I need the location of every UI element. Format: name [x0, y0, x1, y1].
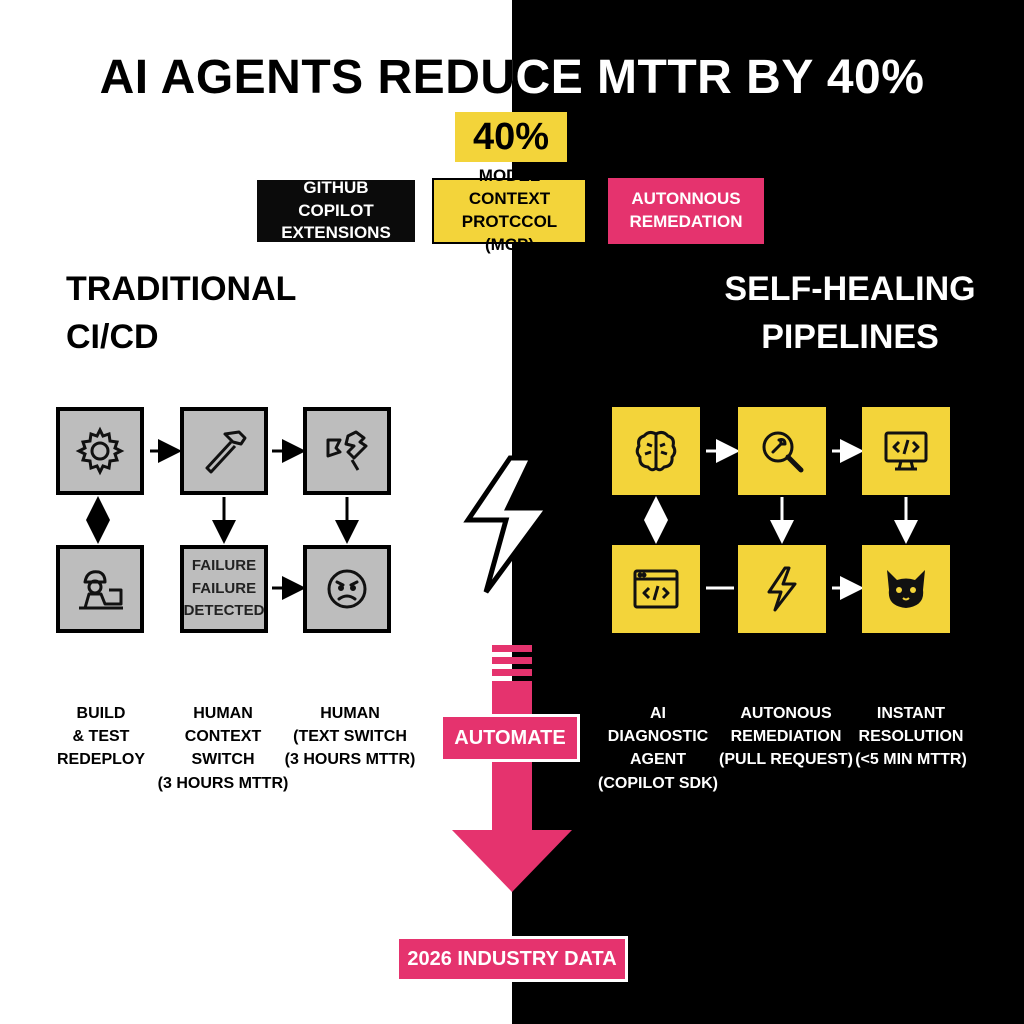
broken-pipe-icon: [326, 430, 368, 471]
tag-autonomous-remediation: AUTONNOUS REMEDATION: [608, 178, 764, 244]
tag-mcp: MODEL CONTEXT PROTCCOL (MCP): [432, 166, 587, 254]
page-title: AI AGENTS REDUCE MTTR BY 40%: [99, 51, 925, 104]
label-line: REDEPLOY: [56, 751, 145, 769]
label-line: (COPILOT SDK): [598, 774, 718, 792]
label-line: (PULL REQUEST): [719, 751, 853, 769]
traditional-title: TRADITIONAL CI/CD: [66, 266, 296, 361]
left-panel-background: [0, 0, 512, 1024]
monitor-code-icon: [884, 431, 928, 471]
label-ai-diagnostic: AI DIAGNOSTIC AGENT (COPILOT SDK): [588, 702, 728, 795]
lightning-icon: [767, 566, 797, 612]
traditional-title-line2: CI/CD: [66, 317, 159, 356]
tag-github-copilot: GITHUB COPILOT EXTENSIONS: [255, 178, 417, 244]
label-line: HUMAN: [320, 705, 380, 722]
label-line: (TEXT SWITCH: [293, 728, 407, 746]
wrench-search-icon: [762, 431, 804, 473]
gear-icon: [75, 426, 125, 476]
label-human-context-switch: HUMAN CONTEXT SWITCH (3 HOURS MTTR): [153, 702, 293, 795]
self-healing-title: SELF-HEALING PIPELINES: [700, 266, 1000, 361]
failure-detected-text: FAILURE FAILURE DETECTED: [184, 555, 265, 623]
browser-code-icon: [633, 569, 679, 609]
traditional-title-line1: TRADITIONAL: [66, 270, 297, 308]
cat-box: [862, 545, 950, 633]
self-healing-title-line1: SELF-HEALING: [724, 270, 976, 308]
label-line: (3 HOURS MTTR): [157, 774, 289, 792]
label-line: RESOLUTION: [858, 728, 964, 746]
brain-box: [612, 407, 700, 495]
label-line: BUILD: [76, 705, 126, 722]
label-line: AI: [650, 705, 666, 722]
wrench-search-box: [738, 407, 826, 495]
label-autonomous-remediation: AUTONOUS REMEDIATION (PULL REQUEST): [716, 702, 856, 772]
brain-icon: [635, 430, 677, 472]
self-healing-title-line2: PIPELINES: [761, 317, 939, 356]
highlight-badge: 40%: [455, 112, 567, 162]
label-line: (3 HOURS MTTR): [284, 751, 416, 769]
industry-data-badge: 2026 INDUSTRY DATA: [396, 936, 628, 982]
lightning-box: [738, 545, 826, 633]
right-panel-background: [512, 0, 1024, 1024]
failure-text-line1: FAILURE: [191, 557, 257, 575]
label-line: & TEST: [72, 728, 130, 746]
page-title-right-overlay: AI AGENTS REDUCE MTTR BY 40%: [512, 50, 1024, 120]
angry-face-icon: [327, 569, 367, 609]
label-line: HUMAN: [193, 705, 253, 722]
monitor-box: [862, 407, 950, 495]
gear-box: [56, 407, 144, 495]
label-line: DIAGNOSTIC AGENT: [607, 728, 709, 769]
label-build-test: BUILD & TEST REDEPLOY: [36, 702, 166, 772]
broken-pipe-box: [303, 407, 391, 495]
label-line: REMEDIATION: [730, 728, 842, 746]
page-title-inverted: AI AGENTS REDUCE MTTR BY 40%: [512, 51, 925, 104]
angry-face-box: [303, 545, 391, 633]
failure-text-line3: DETECTED: [183, 602, 265, 620]
failure-text-line2: FAILURE: [191, 579, 257, 597]
cat-icon: [887, 570, 925, 608]
label-line: CONTEXT SWITCH: [184, 728, 262, 769]
label-line: (<5 MIN MTTR): [855, 751, 967, 769]
worker-laptop-icon: [79, 570, 123, 610]
browser-box: [612, 545, 700, 633]
label-instant-resolution: INSTANT RESOLUTION (<5 MIN MTTR): [846, 702, 976, 772]
hammer-icon: [205, 430, 247, 474]
hammer-box: [180, 407, 268, 495]
label-human-text-switch: HUMAN (TEXT SWITCH (3 HOURS MTTR): [280, 702, 420, 772]
automate-badge: AUTOMATE: [440, 714, 580, 762]
label-line: AUTONOUS: [740, 705, 832, 722]
label-line: INSTANT: [876, 705, 946, 722]
worker-box: [56, 545, 144, 633]
failure-detected-box: FAILURE FAILURE DETECTED: [180, 545, 268, 633]
